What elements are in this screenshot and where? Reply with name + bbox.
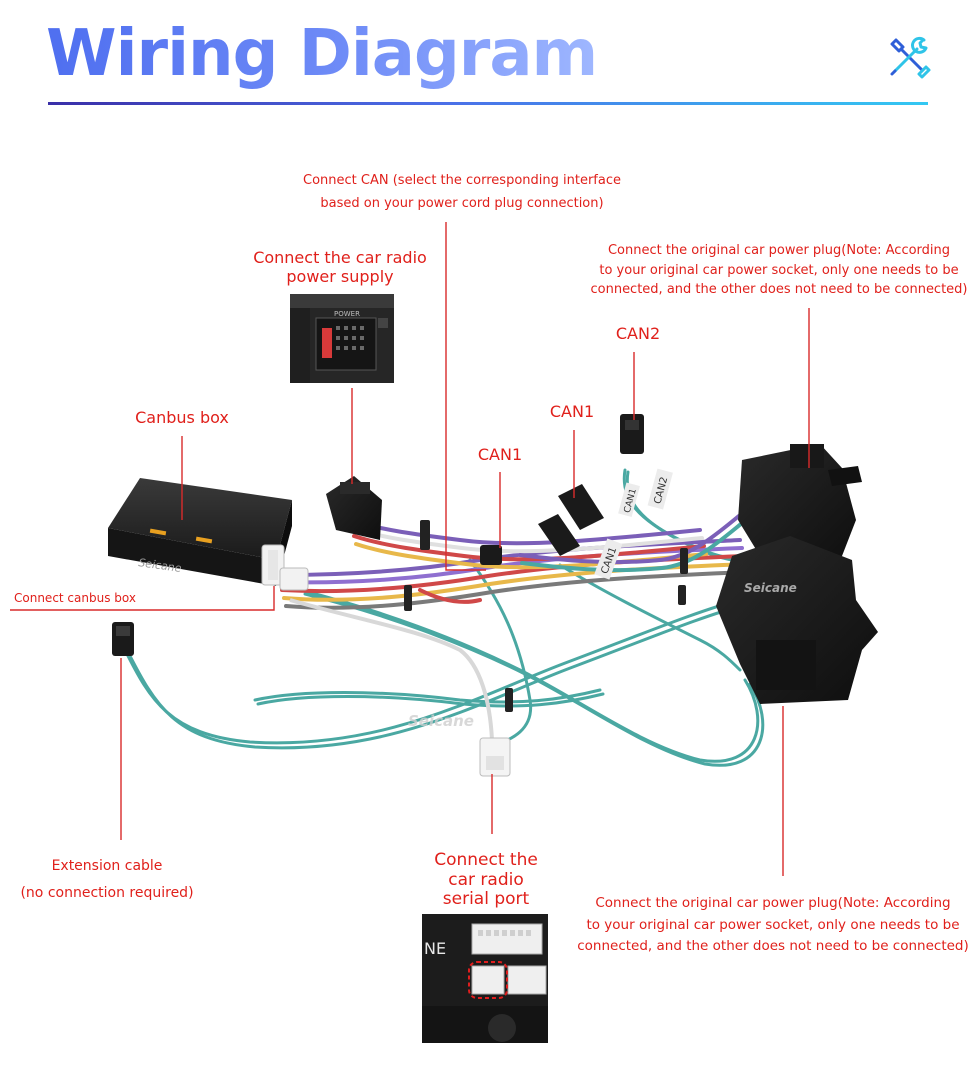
label-connect-can-line1: Connect CAN (select the corresponding in… — [303, 173, 621, 188]
wire-tag-can1-a: CAN1 — [594, 538, 623, 580]
leader-lines — [10, 222, 810, 876]
original-power-plug-bottom: Seicane — [716, 536, 878, 704]
label-original-plug-top: Connect the original car power plug(Note… — [588, 241, 970, 300]
label-original-plug-bottom: Connect the original car power plug(Note… — [574, 893, 972, 958]
label-original-plug-top-line2: to your original car power socket, only … — [599, 262, 959, 278]
svg-text:Seicane: Seicane — [744, 581, 797, 595]
page-title: Wiring Diagram — [46, 14, 598, 94]
label-original-plug-bottom-line3: connected, and the other does not need t… — [577, 938, 969, 955]
label-serial-port-line3: serial port — [442, 889, 530, 910]
cable-ties — [404, 520, 688, 712]
label-can1-right: CAN1 — [549, 402, 595, 421]
radio-power-connector — [326, 476, 382, 540]
serial-port-image: NE — [422, 914, 548, 1043]
label-extension-cable: Extension cable (no connection required) — [10, 853, 204, 908]
svg-text:NE: NE — [424, 939, 446, 958]
can1-right-plug — [558, 484, 604, 530]
colored-wire-bundle — [278, 498, 764, 610]
title-underline — [48, 102, 928, 105]
label-connect-can: Connect CAN (select the corresponding in… — [290, 172, 634, 212]
can1-left-plug — [480, 514, 580, 565]
svg-text:Seicane: Seicane — [138, 556, 183, 575]
label-can2: CAN2 — [615, 324, 661, 343]
label-connect-can-line2: based on your power cord plug connection… — [320, 195, 604, 211]
label-serial-port: Connect the car radio serial port — [420, 850, 552, 910]
extension-cable-plug — [112, 622, 134, 656]
radio-power-socket-photo: POWER — [290, 294, 394, 383]
label-serial-port-line2: car radio — [448, 869, 524, 890]
serial-port-photo: NE — [422, 914, 548, 1043]
label-original-plug-bottom-line1: Connect the original car power plug(Note… — [595, 895, 951, 911]
label-extension-cable-line2: (no connection required) — [20, 885, 194, 902]
label-connect-canbus-box: Connect canbus box — [14, 591, 136, 605]
label-extension-cable-line1: Extension cable — [51, 858, 163, 874]
radio-power-socket-image: POWER — [290, 294, 394, 383]
label-original-plug-bottom-line2: to your original car power socket, only … — [586, 916, 960, 933]
svg-text:Seicane: Seicane — [408, 712, 474, 730]
label-can1-left: CAN1 — [477, 445, 523, 464]
label-serial-port-line1: Connect the — [434, 850, 538, 870]
label-canbus-box: Canbus box — [135, 408, 229, 427]
serial-port-connector — [479, 737, 511, 777]
wire-tag-can2: CAN2 — [647, 468, 673, 510]
tools-icon — [890, 36, 931, 79]
label-original-plug-top-line1: Connect the original car power plug(Note… — [607, 243, 951, 258]
label-radio-power-line2: power supply — [286, 267, 394, 287]
label-radio-power: Connect the car radio power supply — [248, 248, 432, 286]
label-original-plug-top-line3: connected, and the other does not need t… — [590, 282, 968, 297]
can2-plug — [620, 414, 644, 454]
svg-text:POWER: POWER — [334, 310, 360, 318]
label-radio-power-line1: Connect the car radio — [253, 248, 427, 267]
original-power-plug-top — [738, 444, 862, 566]
canbus-box-shape: Seicane — [108, 478, 292, 586]
